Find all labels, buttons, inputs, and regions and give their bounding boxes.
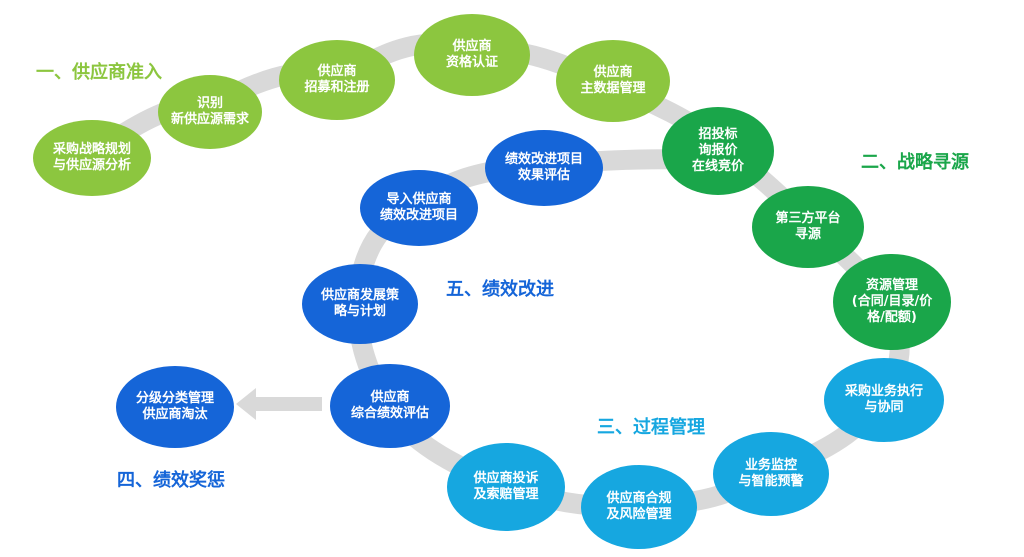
node-recruit-register: 供应商 招募和注册 (279, 40, 395, 120)
section-heading-process-management: 三、过程管理 (597, 417, 705, 438)
node-master-data: 供应商 主数据管理 (556, 40, 670, 122)
node-classification-elimination: 分级分类管理 供应商淘汰 (116, 366, 234, 448)
node-compliance-risk: 供应商合规 及风险管理 (581, 465, 697, 549)
section-heading-admission: 一、供应商准入 (36, 62, 162, 83)
node-identify-new-source: 识别 新供应源需求 (158, 75, 262, 149)
node-procurement-strategy: 采购战略规划 与供应源分析 (33, 120, 151, 196)
node-qualification: 供应商 资格认证 (414, 14, 530, 96)
node-bidding: 招投标 询报价 在线竞价 (662, 107, 774, 195)
node-complaint-claim: 供应商投诉 及索赔管理 (447, 443, 565, 531)
section-heading-performance-reward: 四、绩效奖惩 (117, 470, 225, 491)
node-performance-evaluation: 供应商 综合绩效评估 (330, 364, 450, 448)
node-procurement-execution: 采购业务执行 与协同 (824, 358, 944, 442)
section-heading-strategic-sourcing: 二、战略寻源 (861, 152, 969, 173)
node-third-party-sourcing: 第三方平台 寻源 (752, 186, 864, 268)
node-development-plan: 供应商发展策 略与计划 (302, 264, 418, 344)
node-monitoring-alert: 业务监控 与智能预警 (713, 432, 829, 516)
section-heading-performance-improvement: 五、绩效改进 (446, 279, 554, 300)
node-improvement-effect: 绩效改进项目 效果评估 (485, 130, 603, 206)
arrow-left-icon (236, 388, 322, 420)
node-import-improvement: 导入供应商 绩效改进项目 (360, 170, 478, 246)
node-resource-management: 资源管理 (合同/目录/价 格/配额) (833, 254, 951, 350)
